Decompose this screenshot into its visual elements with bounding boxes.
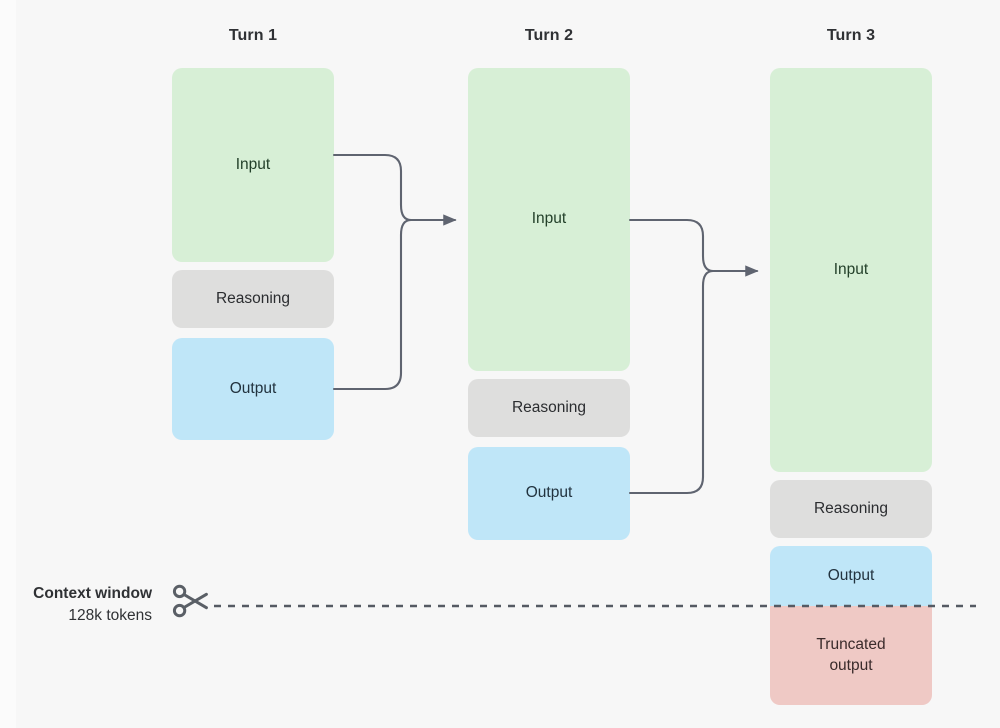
truncated-output-line-1: Truncated bbox=[816, 635, 886, 653]
turn-1-input-block[interactable]: Input bbox=[172, 68, 334, 262]
turn-2-reasoning-block[interactable]: Reasoning bbox=[468, 379, 630, 437]
context-window-subtitle: 128k tokens bbox=[68, 607, 152, 625]
scissors-icon bbox=[172, 584, 208, 618]
turn-2-input-block[interactable]: Input bbox=[468, 68, 630, 371]
column-label-turn-2: Turn 2 bbox=[524, 27, 574, 44]
left-gutter bbox=[0, 0, 16, 728]
truncated-output-line-2: output bbox=[829, 656, 873, 674]
turn-3-output-block[interactable]: Output bbox=[770, 546, 932, 606]
connector-turn1-to-turn2 bbox=[332, 153, 457, 391]
column-label-turn-3: Turn 3 bbox=[826, 27, 876, 44]
turn-3-reasoning-block[interactable]: Reasoning bbox=[770, 480, 932, 538]
turn-1-reasoning-block[interactable]: Reasoning bbox=[172, 270, 334, 328]
column-label-turn-1: Turn 1 bbox=[228, 27, 278, 44]
connector-turn2-to-turn3 bbox=[628, 218, 759, 495]
context-window-title: Context window bbox=[33, 585, 152, 602]
context-window-caption: Context window 128k tokens bbox=[0, 583, 152, 628]
turn-1-output-block[interactable]: Output bbox=[172, 338, 334, 440]
turn-3-truncated-output-block[interactable]: Truncated output bbox=[770, 606, 932, 705]
turn-3-input-block[interactable]: Input bbox=[770, 68, 932, 472]
turn-2-output-block[interactable]: Output bbox=[468, 447, 630, 540]
